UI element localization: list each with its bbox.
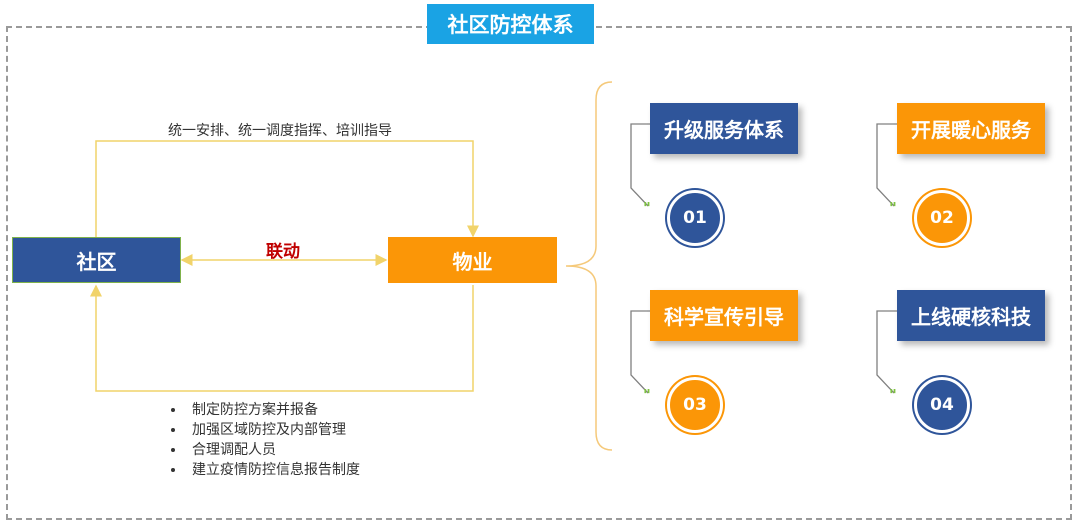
community-box: 社区 [12, 237, 181, 283]
top-arrow [95, 140, 479, 238]
connector-03 [630, 310, 650, 394]
bullet-item: 合理调配人员 [186, 440, 360, 460]
quote-mark-04: " [889, 386, 897, 404]
bullet-item: 制定防控方案并报备 [186, 400, 360, 420]
diagram-title: 社区防控体系 [427, 4, 594, 44]
item-number-04: 04 [914, 377, 970, 433]
link-label: 联动 [266, 242, 300, 262]
item-number-02: 02 [914, 190, 970, 246]
bottom-arrow [90, 284, 474, 392]
property-box: 物业 [388, 237, 557, 283]
bullet-item: 建立疫情防控信息报告制度 [186, 460, 360, 480]
quote-mark-02: " [889, 199, 897, 217]
item-box-02: 开展暖心服务 [897, 103, 1045, 154]
connector-02 [876, 123, 897, 207]
bullet-item: 加强区域防控及内部管理 [186, 420, 360, 440]
item-box-03: 科学宣传引导 [650, 290, 798, 341]
bullet-list: 制定防控方案并报备 加强区域防控及内部管理 合理调配人员 建立疫情防控信息报告制… [166, 400, 360, 480]
connector-04 [876, 310, 897, 394]
right-brace [565, 81, 613, 451]
item-number-03: 03 [667, 377, 723, 433]
item-number-01: 01 [667, 190, 723, 246]
item-box-01: 升级服务体系 [650, 103, 798, 154]
quote-mark-03: " [643, 386, 651, 404]
connector-01 [630, 123, 650, 207]
item-box-04: 上线硬核科技 [897, 290, 1045, 341]
top-note: 统一安排、统一调度指挥、培训指导 [168, 123, 392, 139]
quote-mark-01: " [643, 199, 651, 217]
